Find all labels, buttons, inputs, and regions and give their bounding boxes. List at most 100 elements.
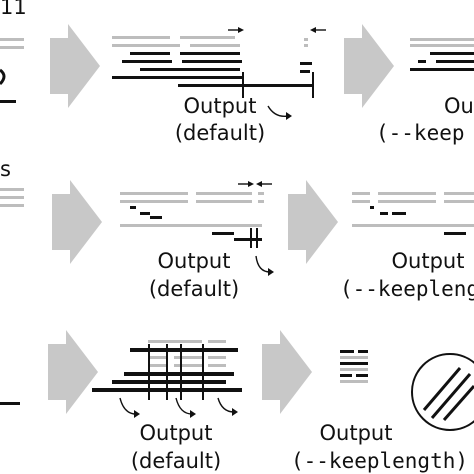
process-arrow — [262, 330, 312, 414]
output-pointer-head — [190, 410, 196, 418]
read-black — [356, 374, 368, 377]
read-gray — [444, 192, 474, 195]
trim-mark — [166, 344, 168, 400]
read-gray — [0, 46, 24, 49]
read-black — [122, 60, 172, 63]
read-gray — [304, 38, 308, 41]
read-black — [340, 362, 368, 365]
read-gray — [0, 196, 24, 199]
read-black — [182, 60, 242, 63]
trim-mark — [148, 344, 150, 400]
read-black — [340, 350, 354, 353]
zoom-read — [422, 367, 462, 411]
read-black — [130, 348, 238, 352]
read-black — [140, 68, 240, 71]
read-black — [444, 232, 466, 235]
row-1: 11 — [0, 0, 474, 145]
output-sublabel: (default) — [149, 277, 239, 301]
output-pointer-head — [134, 410, 140, 418]
output-pointer-head — [232, 408, 238, 416]
process-arrow — [48, 330, 98, 414]
read-gray — [0, 204, 24, 207]
read-black — [124, 372, 234, 376]
output-pointer — [217, 397, 235, 413]
read-black — [234, 238, 262, 241]
read-gray — [352, 224, 474, 227]
read-black — [212, 232, 234, 235]
output-label: Output — [140, 421, 213, 445]
read-black — [112, 76, 242, 79]
trim-arrow-head — [310, 27, 316, 33]
row-2-corner-label: s — [0, 157, 11, 181]
read-gray — [112, 44, 180, 47]
read-gray — [444, 200, 474, 203]
read-black — [178, 84, 314, 87]
read-gray — [352, 192, 370, 195]
read-gray — [120, 200, 188, 203]
read-gray — [0, 188, 24, 191]
read-gray — [258, 192, 264, 195]
read-black — [358, 350, 368, 353]
process-arrow — [288, 180, 338, 264]
read-black — [0, 402, 20, 405]
read-gray — [208, 356, 226, 359]
row-3: Output (default) Output (--keeplength) — [0, 330, 474, 473]
read-gray — [148, 364, 166, 367]
read-black — [130, 52, 170, 55]
read-black — [130, 206, 136, 209]
read-gray — [352, 200, 370, 203]
alignment-block — [112, 27, 326, 98]
read-black — [340, 374, 352, 377]
output-pointer — [255, 255, 271, 273]
read-gray — [304, 44, 308, 47]
zoom-ellipse — [411, 353, 474, 431]
row-1-corner-label: 11 — [0, 0, 27, 19]
read-gray — [120, 224, 262, 227]
read-curve — [0, 68, 6, 86]
trim-arrow-head — [256, 181, 262, 187]
read-black — [140, 212, 150, 215]
read-gray — [174, 364, 202, 367]
read-black — [0, 100, 16, 103]
read-gray — [340, 368, 368, 371]
trim-mark — [312, 72, 314, 98]
read-gray — [196, 200, 252, 203]
read-gray — [0, 38, 24, 41]
read-gray — [112, 36, 170, 39]
read-gray — [378, 200, 436, 203]
output-pointer-head — [268, 268, 274, 276]
zoom-read — [442, 385, 474, 421]
read-gray — [410, 44, 474, 47]
trim-arrow-head — [248, 181, 254, 187]
output-pointer — [175, 397, 193, 415]
read-gray — [208, 340, 226, 343]
trim-arrow-head — [238, 27, 244, 33]
trim-mark — [242, 72, 244, 98]
read-black — [300, 70, 310, 73]
read-gray — [340, 356, 368, 359]
read-gray — [148, 340, 202, 343]
read-gray — [410, 38, 474, 41]
read-black — [410, 68, 474, 71]
read-gray — [196, 192, 252, 195]
output-label: Output — [320, 421, 393, 445]
read-black — [150, 216, 162, 219]
output-sublabel: (--keeplength) — [291, 449, 468, 473]
trim-mark — [250, 228, 252, 248]
row-2: s Output (default) — [0, 157, 474, 301]
read-black — [436, 60, 474, 63]
output-label: Output — [392, 249, 465, 273]
output-label: Outp — [444, 94, 474, 118]
output-sublabel: (default) — [175, 121, 265, 145]
read-black — [370, 206, 374, 209]
read-gray — [120, 192, 188, 195]
alignment-block — [120, 181, 272, 248]
trim-mark — [256, 228, 258, 248]
read-black — [380, 212, 388, 215]
read-gray — [174, 356, 202, 359]
output-pointer — [267, 105, 289, 117]
read-gray — [208, 364, 226, 367]
read-gray — [148, 356, 166, 359]
